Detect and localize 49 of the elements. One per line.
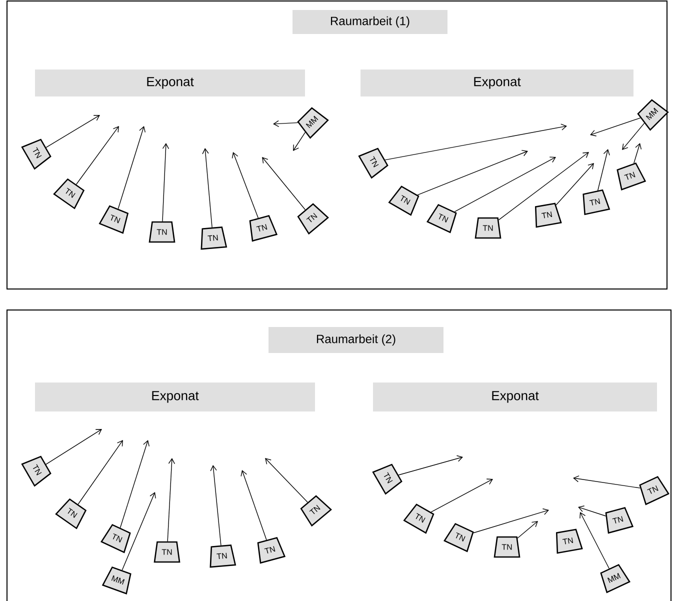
- arrow: [473, 508, 549, 534]
- arrow: [573, 476, 641, 488]
- person-trapezoid: MM: [637, 99, 669, 131]
- person-trapezoid: TN: [474, 217, 502, 239]
- person-trapezoid: TN: [154, 541, 180, 563]
- arrow: [597, 148, 610, 191]
- arrow: [517, 520, 538, 538]
- arrow: [122, 492, 156, 570]
- arrow: [120, 440, 150, 528]
- title-band: Raumarbeit (2): [268, 326, 444, 353]
- arrow: [162, 142, 170, 222]
- arrow: [273, 120, 298, 128]
- arrow: [293, 132, 306, 151]
- arrow: [46, 114, 100, 148]
- arrow: [265, 458, 308, 503]
- arrow: [46, 428, 102, 465]
- arrow: [622, 122, 645, 150]
- arrow: [78, 440, 123, 505]
- arrow: [262, 156, 306, 210]
- arrow: [167, 458, 176, 542]
- exhibit-band: Exponat: [373, 382, 657, 412]
- arrow: [232, 152, 259, 218]
- arrow: [498, 152, 589, 220]
- arrow: [430, 478, 493, 512]
- arrow: [76, 126, 119, 185]
- exhibit-band: Exponat: [35, 382, 315, 412]
- person-trapezoid: TN: [494, 536, 520, 558]
- arrow: [384, 124, 567, 160]
- arrow: [240, 470, 267, 540]
- panel-frame: [6, 309, 672, 601]
- arrow: [202, 148, 212, 228]
- person-trapezoid: TN: [148, 221, 176, 243]
- arrow: [634, 142, 642, 164]
- arrow: [118, 126, 146, 210]
- arrow: [417, 150, 528, 196]
- person-trapezoid: MM: [297, 107, 329, 139]
- arrow: [590, 118, 641, 136]
- arrow: [210, 464, 222, 546]
- title-band: Raumarbeit (1): [292, 10, 448, 34]
- exhibit-band: Exponat: [360, 70, 634, 96]
- person-trapezoid: TN: [534, 202, 562, 228]
- person-trapezoid: TN: [556, 528, 583, 554]
- panel-frame: [6, 0, 668, 290]
- exhibit-band: Exponat: [35, 70, 305, 96]
- arrow: [578, 506, 606, 516]
- arrow: [556, 162, 594, 206]
- arrow: [580, 512, 610, 569]
- arrow: [398, 455, 463, 476]
- arrow: [454, 156, 556, 212]
